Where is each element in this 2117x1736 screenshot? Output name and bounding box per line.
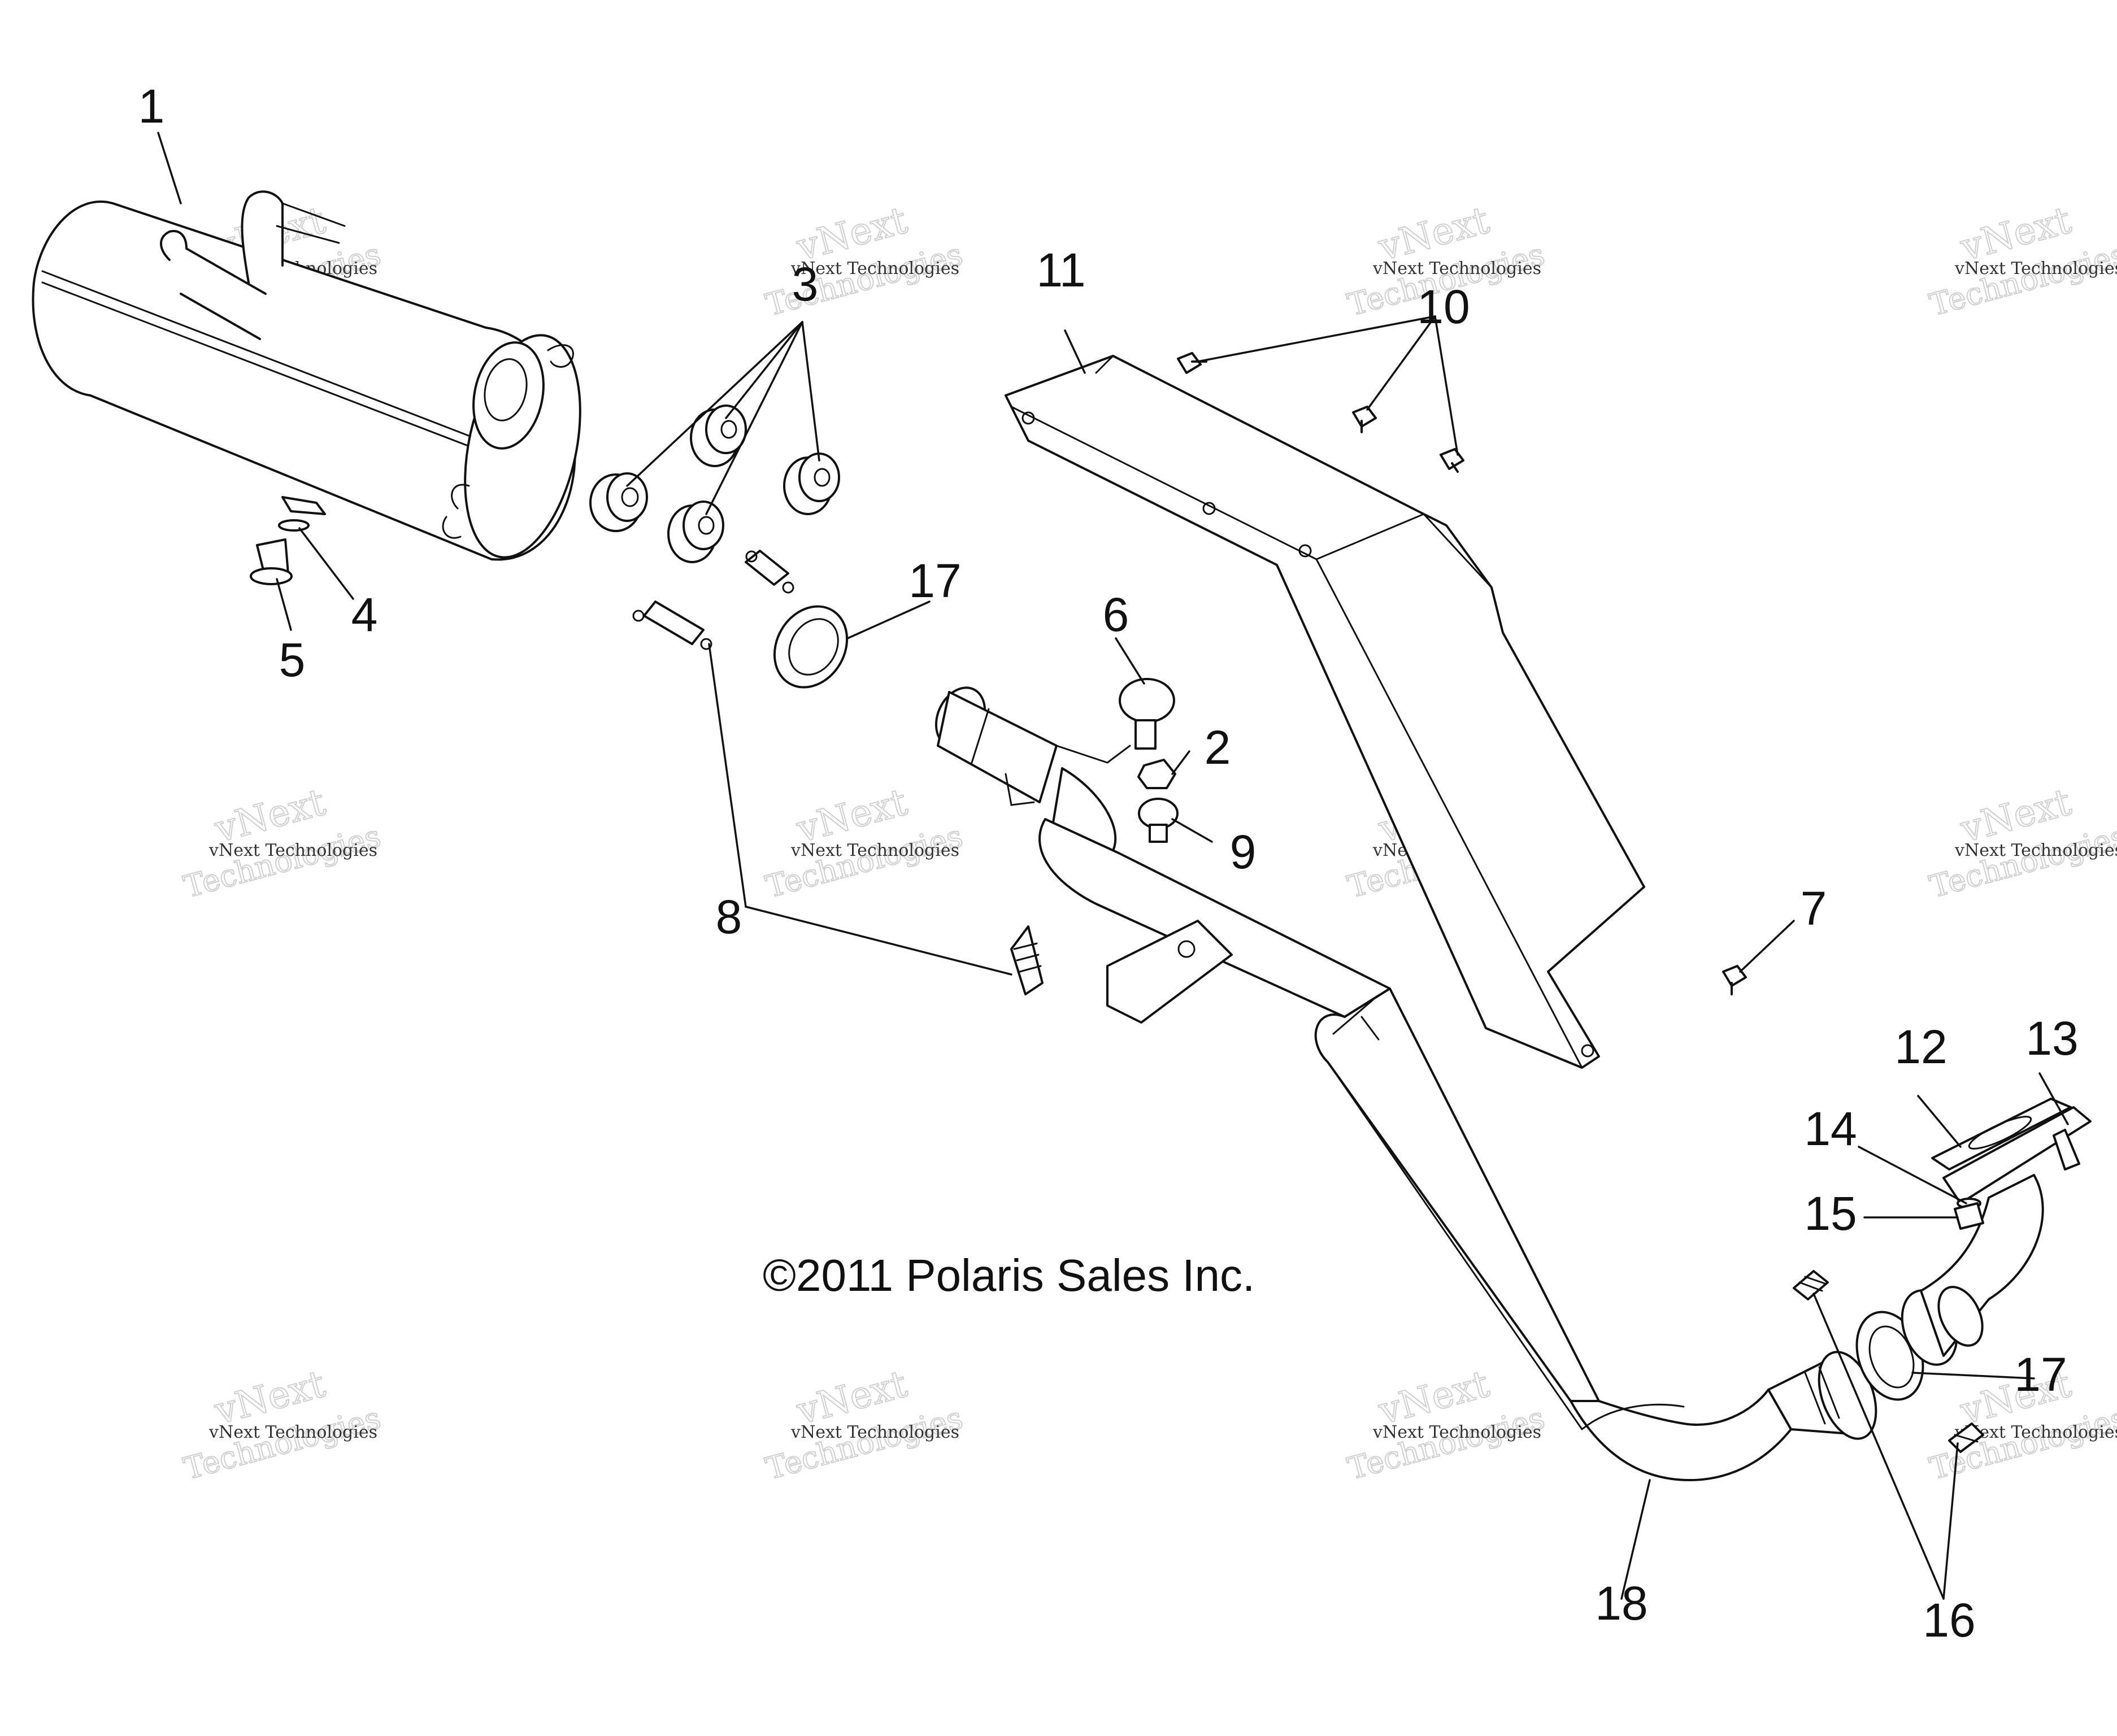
spring-upper[interactable] [745,550,794,594]
watermark: vNext Technologies [762,198,967,324]
part-10-screw[interactable] [1440,448,1464,473]
watermark: vNext Technologies [1925,780,2117,906]
leader-lines [157,132,2069,1600]
callout-6: 6 [1103,588,1129,641]
callout-4: 4 [351,588,378,641]
watermark: vNext Technologies [762,1361,967,1487]
part-1-muffler[interactable] [32,190,598,568]
callout-13: 13 [2025,1012,2078,1065]
callout-11: 11 [1036,243,1085,297]
part-8-spring[interactable] [632,601,712,650]
callout-labels: 1 3 4 5 17 6 2 9 11 10 7 8 13 12 14 15 1… [138,80,2079,1647]
callout-15: 15 [1804,1187,1857,1240]
part-8-spring-lower[interactable] [1010,925,1044,995]
part-3-grommet[interactable] [589,472,648,532]
watermark-text: vNext Technologies [208,1422,377,1442]
part-10-screw[interactable] [1352,406,1377,433]
callout-8: 8 [716,890,742,943]
part-15-nut[interactable] [1954,1202,1984,1230]
callout-17-upper: 17 [908,554,961,607]
copyright-notice: ©2011 Polaris Sales Inc. [763,1250,1255,1300]
part-3-grommet[interactable] [783,453,840,515]
callout-2: 2 [1205,721,1231,774]
callout-14: 14 [1804,1102,1857,1155]
part-2-nut[interactable] [1137,759,1176,789]
part-3-grommet[interactable] [690,404,747,467]
watermark: vNext Technologies [1925,198,2117,324]
callout-5: 5 [279,633,306,686]
part-3-grommet[interactable] [667,501,724,563]
watermark-text: vNext Technologies [1372,1422,1541,1442]
watermark-text: vNext Technologies [208,841,377,860]
part-17-gasket-upper[interactable] [760,593,862,701]
watermark: vNext Technologies [180,780,385,906]
watermark: vNext Technologies [762,780,967,906]
callout-18: 18 [1595,1577,1647,1630]
callout-3: 3 [792,258,819,311]
watermark: vNext Technologies [1344,1361,1549,1487]
watermark: vNext Technologies [180,1361,385,1487]
part-11-heat-shield[interactable] [1005,355,1645,1069]
watermark-text: vNext Technologies [1954,841,2117,860]
callout-1: 1 [138,80,165,133]
watermark-text: vNext Technologies [1954,259,2117,279]
callout-16: 16 [1923,1594,1975,1647]
callout-9: 9 [1230,825,1257,878]
callout-7: 7 [1801,882,1827,935]
watermark-text: vNext Technologies [790,841,959,860]
callout-10: 10 [1417,280,1470,333]
part-4-washer[interactable] [278,519,310,532]
part-16-spring[interactable] [1793,1270,1829,1300]
watermark-text: vNext Technologies [1372,259,1541,279]
callout-12: 12 [1894,1020,1947,1073]
part-6-bolt[interactable] [1119,678,1175,750]
part-12-gasket-flange[interactable] [1931,1098,2072,1171]
watermark-text: vNext Technologies [790,259,959,279]
part-10-screw[interactable] [1177,352,1207,374]
part-18-head-pipe[interactable] [927,680,1887,1481]
watermark-text: vNext Technologies [790,1422,959,1442]
part-9-flange-nut[interactable] [1138,798,1179,843]
part-5-rivet[interactable] [250,538,293,585]
part-13-exhaust-flange-elbow[interactable] [1892,1106,2092,1372]
callout-17-lower: 17 [2014,1348,2067,1401]
